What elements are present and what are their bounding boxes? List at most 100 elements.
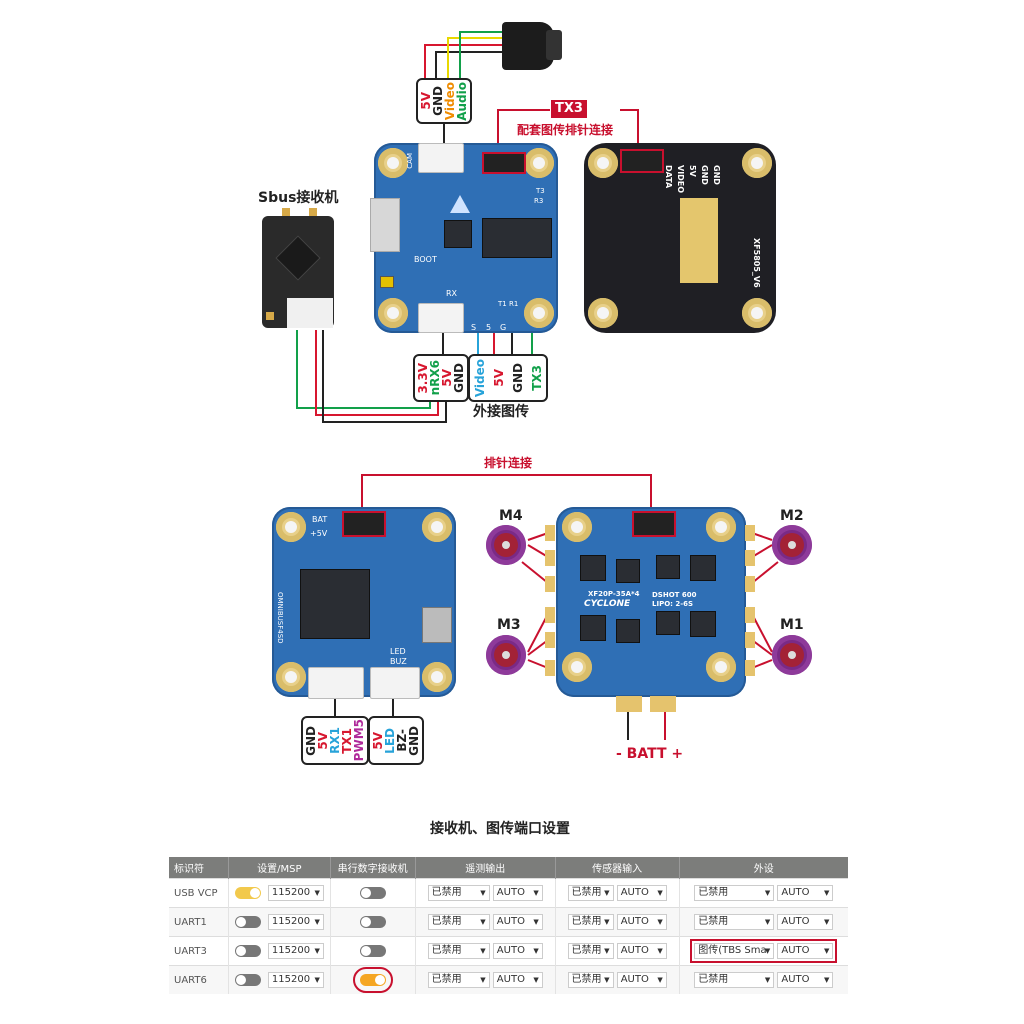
msp-toggle[interactable] xyxy=(234,887,261,899)
col-telemetry: 遥测输出 xyxy=(415,857,556,879)
peripheral-baud-select[interactable]: AUTO▼ xyxy=(777,972,834,988)
telemetry-baud-select[interactable]: AUTO▼ xyxy=(492,972,543,988)
motor-m4-icon xyxy=(486,525,526,565)
rx-connector xyxy=(418,303,464,333)
sensor-select[interactable]: 已禁用▼ xyxy=(567,943,614,959)
silk-buz: BUZ xyxy=(390,657,407,666)
tx3-tag: TX3 xyxy=(551,100,587,118)
esc-brand: CYCLONE xyxy=(584,599,631,609)
boot-button xyxy=(380,276,394,288)
serial-rx-cell xyxy=(330,936,416,966)
sensor-cell: 已禁用▼ AUTO▼ xyxy=(555,936,680,966)
sensor-select[interactable]: 已禁用▼ xyxy=(567,972,614,988)
vtx-pad-5v: 5V xyxy=(688,165,697,177)
chevron-down-icon: ▼ xyxy=(824,976,830,984)
serial-rx-toggle[interactable] xyxy=(359,945,386,957)
msp-baud-select[interactable]: 115200▼ xyxy=(267,943,324,959)
vtx-pad-gnd: GND xyxy=(712,165,721,185)
telemetry-select[interactable]: 已禁用▼ xyxy=(427,972,490,988)
peripheral-baud-select[interactable]: AUTO▼ xyxy=(777,914,834,930)
sensor-select[interactable]: 已禁用▼ xyxy=(567,885,614,901)
telemetry-select[interactable]: 已禁用▼ xyxy=(427,914,490,930)
telemetry-select[interactable]: 已禁用▼ xyxy=(427,885,490,901)
motor-m2-icon xyxy=(772,525,812,565)
mosfet-chip xyxy=(616,559,640,583)
camera-pin-audio: Audio xyxy=(455,81,469,121)
telemetry-cell: 已禁用▼ AUTO▼ xyxy=(415,965,556,994)
motor-m4-label: M4 xyxy=(499,508,523,524)
silk-s: S xyxy=(471,323,477,332)
telemetry-baud-select[interactable]: AUTO▼ xyxy=(492,885,543,901)
chevron-down-icon: ▼ xyxy=(533,947,539,955)
telemetry-baud-select[interactable]: AUTO▼ xyxy=(492,914,543,930)
serial-rx-toggle[interactable] xyxy=(352,967,393,993)
peripheral-select[interactable]: 图传(TBS Sma▼ xyxy=(694,943,775,959)
serial-rx-toggle[interactable] xyxy=(359,887,386,899)
receiver-pin-header xyxy=(287,298,333,328)
table-row: UART6 115200▼ 已禁用▼ AUTO▼ 已禁用▼ AUTO▼ 已禁用▼… xyxy=(169,965,848,994)
vtx-model-label: XF5805_V6 xyxy=(752,238,761,288)
bind-button xyxy=(266,312,274,320)
stm32-mcu xyxy=(300,569,370,639)
led-buz-connector xyxy=(370,667,420,699)
antenna-connector xyxy=(282,208,290,218)
peripheral-select[interactable]: 已禁用▼ xyxy=(694,972,775,988)
chevron-down-icon: ▼ xyxy=(824,947,830,955)
table-row: USB VCP 115200▼ 已禁用▼ AUTO▼ 已禁用▼ AUTO▼ 已禁… xyxy=(169,878,848,908)
silk-cam: CAM xyxy=(406,153,414,169)
msp-cell: 115200▼ xyxy=(228,907,331,937)
msp-baud-select[interactable]: 115200▼ xyxy=(267,972,324,988)
msp-baud-select[interactable]: 115200▼ xyxy=(267,885,324,901)
table-row: UART1 115200▼ 已禁用▼ AUTO▼ 已禁用▼ AUTO▼ 已禁用▼… xyxy=(169,907,848,937)
col-peripheral: 外设 xyxy=(679,857,848,879)
port-identifier: UART1 xyxy=(169,907,230,937)
chevron-down-icon: ▼ xyxy=(657,947,663,955)
serial-rx-toggle[interactable] xyxy=(359,916,386,928)
msp-toggle[interactable] xyxy=(234,916,261,928)
peripheral-cell: 已禁用▼ AUTO▼ xyxy=(679,878,848,908)
tx3-pin-header xyxy=(482,152,526,174)
chevron-down-icon: ▼ xyxy=(314,889,320,897)
sensor-cell: 已禁用▼ AUTO▼ xyxy=(555,965,680,994)
motor-m3-label: M3 xyxy=(497,617,521,633)
sensor-cell: 已禁用▼ AUTO▼ xyxy=(555,878,680,908)
peripheral-select[interactable]: 已禁用▼ xyxy=(694,914,775,930)
vtx-board: GND GND 5V VIDEO DATA XF5805_V6 xyxy=(584,143,776,333)
flight-controller-bottom: BAT +5V LED BUZ OMNIBUSF4SD xyxy=(272,507,456,699)
table-row: UART3 115200▼ 已禁用▼ AUTO▼ 已禁用▼ AUTO▼ 图传(T… xyxy=(169,936,848,966)
motor-m3-icon xyxy=(486,635,526,675)
pin-gnd: GND xyxy=(407,725,421,756)
chevron-down-icon: ▼ xyxy=(314,918,320,926)
telemetry-select[interactable]: 已禁用▼ xyxy=(427,943,490,959)
vtx-ground-pad xyxy=(680,198,718,283)
peripheral-baud-select[interactable]: AUTO▼ xyxy=(777,885,834,901)
port-settings-table: 标识符 设置/MSP 串行数字接收机 遥测输出 传感器输入 外设 USB VCP… xyxy=(169,857,848,994)
msp-toggle[interactable] xyxy=(234,945,261,957)
port-identifier: UART3 xyxy=(169,936,230,966)
sensor-baud-select[interactable]: AUTO▼ xyxy=(616,972,667,988)
motor-m1-label: M1 xyxy=(780,617,804,633)
peripheral-baud-select[interactable]: AUTO▼ xyxy=(777,943,834,959)
battery-pad-positive xyxy=(650,696,676,712)
peripheral-cell: 图传(TBS Sma▼ AUTO▼ xyxy=(679,936,848,966)
telemetry-baud-select[interactable]: AUTO▼ xyxy=(492,943,543,959)
sensor-cell: 已禁用▼ AUTO▼ xyxy=(555,907,680,937)
camera-pin-label-box: 5V GND Video Audio xyxy=(416,78,472,124)
peripheral-select[interactable]: 已禁用▼ xyxy=(694,885,775,901)
mosfet-chip xyxy=(580,555,606,581)
vtx-pin-tx3: TX3 xyxy=(529,365,544,391)
msp-baud-select[interactable]: 115200▼ xyxy=(267,914,324,930)
sensor-baud-select[interactable]: AUTO▼ xyxy=(616,914,667,930)
silk-board-name: OMNIBUSF4SD xyxy=(276,592,284,644)
sensor-baud-select[interactable]: AUTO▼ xyxy=(616,885,667,901)
serial-rx-cell xyxy=(330,965,416,994)
chevron-down-icon: ▼ xyxy=(824,889,830,897)
chevron-down-icon: ▼ xyxy=(604,976,610,984)
silk-t1: T1 xyxy=(498,300,507,308)
sensor-baud-select[interactable]: AUTO▼ xyxy=(616,943,667,959)
silk-g: G xyxy=(500,323,507,332)
sensor-select[interactable]: 已禁用▼ xyxy=(567,914,614,930)
chevron-down-icon: ▼ xyxy=(314,976,320,984)
antenna-connector xyxy=(309,208,317,218)
msp-toggle[interactable] xyxy=(234,974,261,986)
